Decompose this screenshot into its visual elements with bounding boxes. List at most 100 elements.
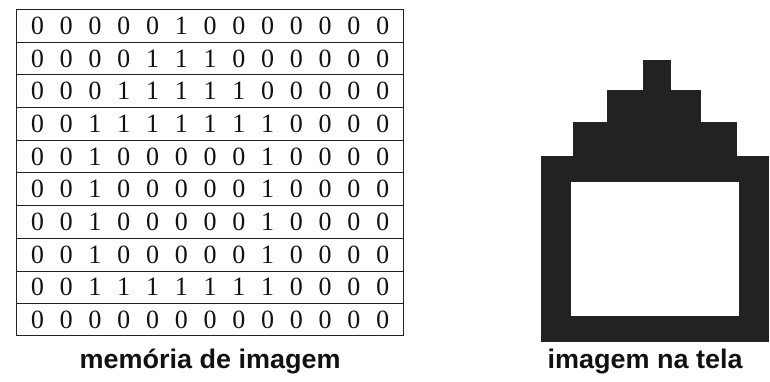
grid-cell: 0: [30, 108, 44, 138]
memory-caption: memória de imagem: [79, 344, 341, 374]
grid-cell: 0: [117, 43, 131, 73]
grid-cell: 0: [289, 43, 303, 73]
grid-cell: 0: [145, 141, 159, 171]
grid-cell: 0: [203, 206, 217, 236]
grid-cell: 0: [30, 141, 44, 171]
grid-cell: 0: [347, 305, 361, 335]
grid-cell: 0: [347, 76, 361, 106]
grid-cell: 0: [59, 43, 73, 73]
grid-cell: 0: [117, 174, 131, 204]
grid-cell: 0: [347, 174, 361, 204]
grid-cell: 0: [59, 272, 73, 302]
grid-cell: 1: [261, 108, 274, 138]
grid-cell: 1: [88, 141, 102, 171]
grid-cell: 0: [59, 239, 73, 269]
grid-cell: 0: [232, 239, 246, 269]
grid-cell: 0: [289, 206, 303, 236]
grid-cell: 0: [376, 10, 390, 40]
grid-cell: 0: [347, 43, 361, 73]
grid-cell: 1: [261, 206, 274, 236]
grid-cell: 0: [145, 174, 159, 204]
grid-cell: 0: [289, 141, 303, 171]
grid-cell: 0: [30, 239, 44, 269]
grid-cell: 1: [88, 272, 102, 302]
grid-cell: 0: [174, 305, 188, 335]
grid-cell: 0: [289, 239, 303, 269]
grid-cell: 0: [117, 10, 131, 40]
grid-cell: 0: [203, 141, 217, 171]
grid-cell: 0: [30, 76, 44, 106]
grid-cell: 1: [203, 43, 217, 73]
grid-cell: 0: [30, 272, 44, 302]
grid-cell: 0: [232, 174, 246, 204]
grid-cell: 1: [145, 43, 159, 73]
grid-cell: 0: [88, 10, 102, 40]
grid-cell: 0: [376, 141, 390, 171]
grid-cell: 1: [117, 108, 131, 138]
grid-cell: 1: [174, 272, 188, 302]
grid-cell: 0: [318, 206, 332, 236]
grid-cell: 0: [174, 174, 188, 204]
grid-cell: 0: [59, 206, 73, 236]
grid-cell: 0: [347, 108, 361, 138]
grid-cell: 0: [174, 141, 188, 171]
grid-cell: 0: [347, 272, 361, 302]
grid-cell: 0: [318, 305, 332, 335]
grid-cell: 0: [88, 43, 102, 73]
grid-cell: 0: [59, 305, 73, 335]
grid-cell: 0: [261, 43, 274, 73]
grid-cell: 1: [261, 239, 274, 269]
grid-cell: 1: [203, 108, 217, 138]
grid-cell: 1: [261, 272, 274, 302]
screen-image-house: [541, 60, 769, 342]
grid-cell: 1: [174, 10, 188, 40]
grid-cell: 1: [232, 272, 246, 302]
grid-cell: 0: [203, 10, 217, 40]
grid-cell: 0: [261, 305, 274, 335]
grid-cell: 0: [376, 43, 390, 73]
grid-cell: 0: [347, 239, 361, 269]
grid-cell: 0: [289, 10, 303, 40]
grid-cell: 0: [261, 10, 274, 40]
house-window: [571, 182, 739, 316]
grid-cell: 0: [289, 305, 303, 335]
grid-cell: 0: [145, 305, 159, 335]
grid-cell: 0: [318, 141, 332, 171]
grid-cell: 1: [232, 108, 246, 138]
grid-cell: 1: [261, 174, 274, 204]
grid-cell: 1: [117, 76, 131, 106]
grid-cell: 0: [59, 174, 73, 204]
grid-cell: 0: [347, 141, 361, 171]
grid-cell: 0: [117, 206, 131, 236]
grid-cell: 0: [59, 76, 73, 106]
grid-cell: 0: [174, 206, 188, 236]
grid-cell: 0: [203, 239, 217, 269]
grid-cell: 0: [145, 206, 159, 236]
grid-cell: 1: [117, 272, 131, 302]
grid-cell: 0: [30, 43, 44, 73]
grid-cell: 0: [261, 76, 274, 106]
grid-cell: 0: [376, 108, 390, 138]
grid-cell: 0: [174, 239, 188, 269]
grid-cell: 0: [376, 174, 390, 204]
grid-cell: 0: [347, 10, 361, 40]
grid-cell: 0: [318, 43, 332, 73]
grid-cell: 0: [318, 10, 332, 40]
grid-cell: 0: [376, 305, 390, 335]
grid-cell: 0: [30, 206, 44, 236]
grid-cell: 0: [117, 305, 131, 335]
grid-cell: 0: [289, 108, 303, 138]
grid-cell: 0: [117, 141, 131, 171]
grid-cell: 0: [289, 76, 303, 106]
grid-cell: 1: [203, 272, 217, 302]
grid-cell: 0: [88, 76, 102, 106]
grid-cell: 0: [289, 272, 303, 302]
grid-cell: 1: [145, 108, 159, 138]
grid-cell: 0: [30, 10, 44, 40]
